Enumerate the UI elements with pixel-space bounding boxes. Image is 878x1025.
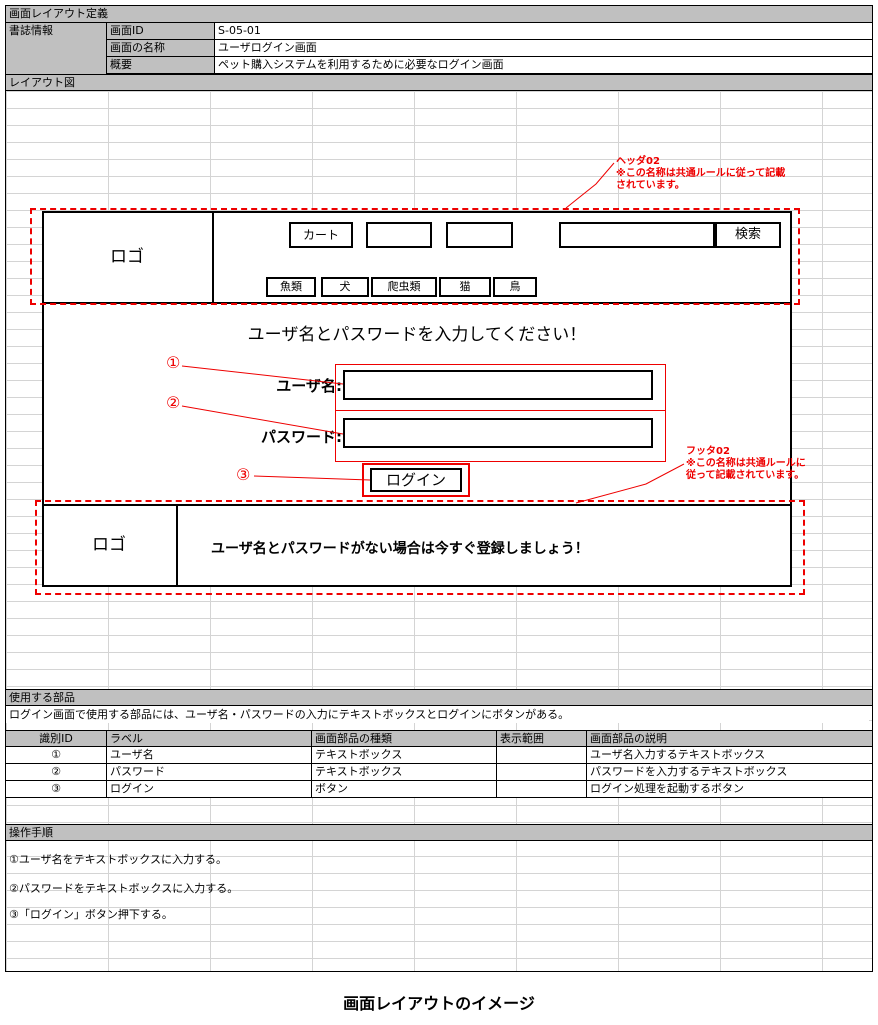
table-header: 識別ID: [6, 730, 106, 747]
login-button[interactable]: ログイン: [370, 468, 462, 492]
username-input[interactable]: [343, 370, 653, 400]
table-cell-range: [496, 781, 586, 798]
table-cell-description: パスワードを入力するテキストボックス: [586, 764, 872, 781]
input-highlight-divider: [335, 410, 666, 411]
header-box: [446, 222, 513, 248]
marker-3: ③: [236, 465, 251, 484]
table-cell-type: ボタン: [311, 781, 496, 798]
footer-annotation-name: フッタ02: [686, 446, 730, 457]
cart-button[interactable]: カート: [289, 222, 353, 248]
password-input[interactable]: [343, 418, 653, 448]
category-button-cat[interactable]: 猫: [439, 277, 491, 297]
header-annotation-note: ※この名称は共通ルールに従って記載: [616, 168, 786, 179]
category-button-fish[interactable]: 魚類: [266, 277, 316, 297]
sheet-title: 画面レイアウト定義: [6, 6, 872, 23]
table-cell-description: ログイン処理を起動するボタン: [586, 781, 872, 798]
doc-info-key: 画面ID: [106, 23, 214, 40]
search-button[interactable]: 検索: [715, 222, 781, 248]
header-box: [366, 222, 432, 248]
category-button-reptile[interactable]: 爬虫類: [371, 277, 437, 297]
header-annotation-name: ヘッダ02: [616, 156, 660, 167]
table-header: 表示範囲: [496, 730, 586, 747]
marker-2: ②: [166, 393, 181, 412]
table-cell-id: ②: [6, 764, 106, 781]
procedure-section-header: 操作手順: [6, 824, 872, 841]
doc-info-key: 概要: [106, 57, 214, 74]
table-header: 画面部品の種類: [311, 730, 496, 747]
table-cell-range: [496, 764, 586, 781]
password-label: パスワード:: [261, 428, 342, 446]
procedure-step: ①ユーザ名をテキストボックスに入力する。: [9, 853, 227, 866]
header-logo: ロゴ: [42, 211, 214, 304]
table-cell-id: ③: [6, 781, 106, 798]
mock-footer-divider: [42, 504, 792, 506]
table-header: ラベル: [106, 730, 311, 747]
search-input[interactable]: [559, 222, 715, 248]
table-cell-description: ユーザ名入力するテキストボックス: [586, 747, 872, 764]
footer-annotation-note: 従って記載されています。: [686, 470, 805, 481]
login-prompt: ユーザ名とパスワードを入力してください！: [247, 325, 587, 345]
spreadsheet-sheet: 画面レイアウト定義 書誌情報 画面ID S-05-01 画面の名称 ユーザログイ…: [5, 5, 873, 972]
parts-description: ログイン画面で使用する部品には、ユーザ名・パスワードの入力にテキストボックスとロ…: [6, 706, 869, 723]
table-cell-label: パスワード: [106, 764, 311, 781]
table-cell-label: ログイン: [106, 781, 311, 798]
parts-section-header: 使用する部品: [6, 689, 872, 706]
category-button-bird[interactable]: 鳥: [493, 277, 537, 297]
figure-caption: 画面レイアウトのイメージ: [343, 994, 535, 1013]
doc-info-value: ユーザログイン画面: [214, 40, 872, 57]
doc-info-value: ペット購入システムを利用するために必要なログイン画面: [214, 57, 872, 74]
annotation-lines: [181, 162, 685, 504]
marker-1: ①: [166, 353, 181, 372]
table-cell-range: [496, 747, 586, 764]
table-cell-id: ①: [6, 747, 106, 764]
table-cell-type: テキストボックス: [311, 747, 496, 764]
doc-info-value: S-05-01: [214, 23, 872, 40]
header-annotation-box: [30, 208, 800, 305]
doc-info-key: 画面の名称: [106, 40, 214, 57]
table-cell-label: ユーザ名: [106, 747, 311, 764]
footer-logo: ロゴ: [42, 504, 178, 587]
table-header: 画面部品の説明: [586, 730, 872, 747]
footer-register-text: ユーザ名とパスワードがない場合は今すぐ登録しましょう！: [211, 541, 589, 557]
footer-annotation-note: ※この名称は共通ルールに: [686, 458, 806, 469]
input-highlight: [335, 364, 666, 462]
username-label: ユーザ名:: [276, 377, 342, 395]
table-cell-type: テキストボックス: [311, 764, 496, 781]
procedure-step: ③「ログイン」ボタン押下する。: [9, 908, 173, 921]
header-annotation-note: されています。: [616, 180, 685, 191]
footer-annotation-box: [35, 500, 805, 595]
procedure-step: ②パスワードをテキストボックスに入力する。: [9, 882, 239, 895]
layout-section-header: レイアウト図: [6, 74, 872, 91]
category-button-dog[interactable]: 犬: [321, 277, 369, 297]
